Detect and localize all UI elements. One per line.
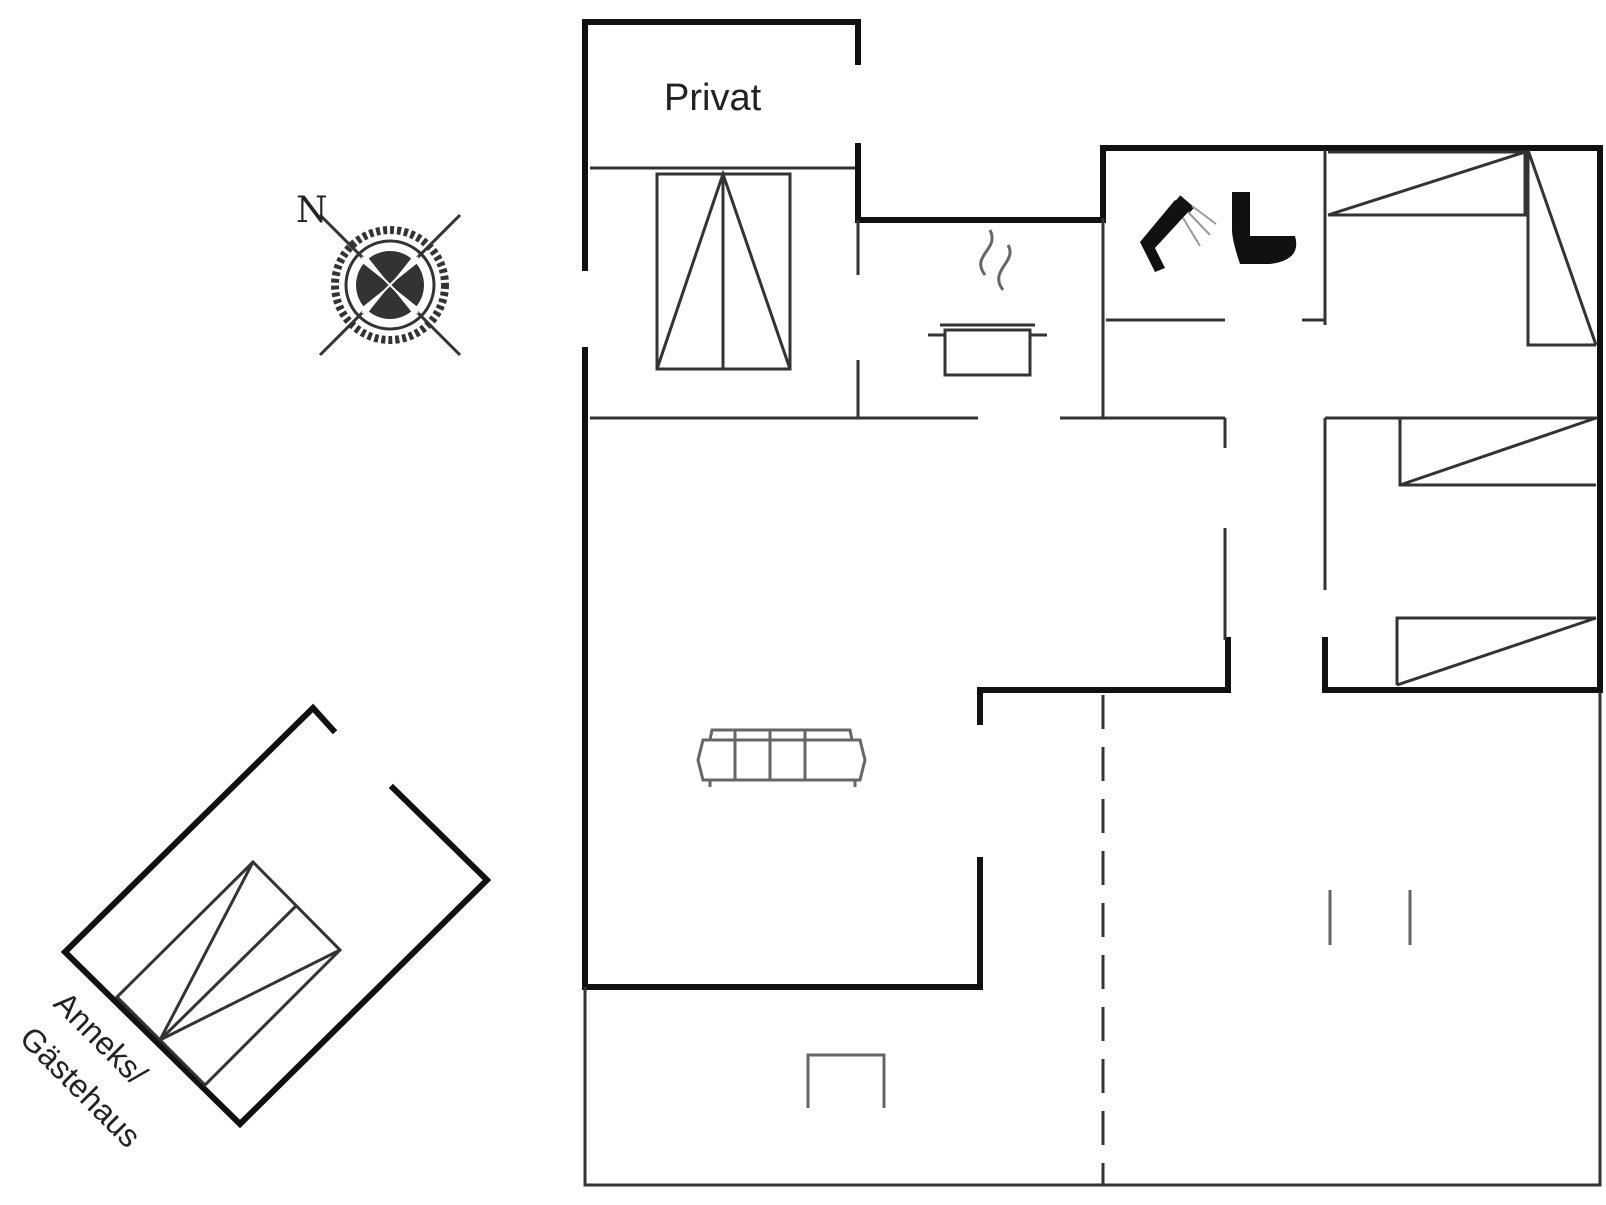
fireplace-icon [806, 1053, 886, 1108]
shower-icon [1140, 195, 1217, 272]
terrace-outline [583, 692, 1602, 1187]
bedroom-1-bed-right [1526, 149, 1598, 347]
privat-bed [655, 169, 792, 371]
privat-room-right-wall-lower [855, 143, 1106, 223]
main-house-walls [582, 19, 1603, 990]
right-block-outer-wall [1100, 145, 1603, 693]
annex-walls [60, 703, 492, 1129]
bedroom-3-bed [1395, 616, 1597, 687]
toilet-icon [1232, 192, 1297, 264]
left-outer-wall [582, 347, 983, 990]
bed-icon [655, 149, 1598, 687]
bedroom-2-bed [1398, 416, 1597, 487]
annex-bed-icon [114, 859, 343, 1088]
cooking-pot-icon [928, 229, 1047, 377]
north-label: N [296, 190, 328, 231]
compass-icon [318, 213, 462, 357]
privat-label: Privat [664, 77, 762, 119]
sofa-icon [696, 728, 867, 787]
hall-lower-wall [977, 637, 1231, 725]
privat-room-walls [582, 19, 861, 271]
annex-building: Anneks/ Gästehaus [13, 703, 492, 1154]
bedroom-1-bed-top [1327, 150, 1527, 217]
